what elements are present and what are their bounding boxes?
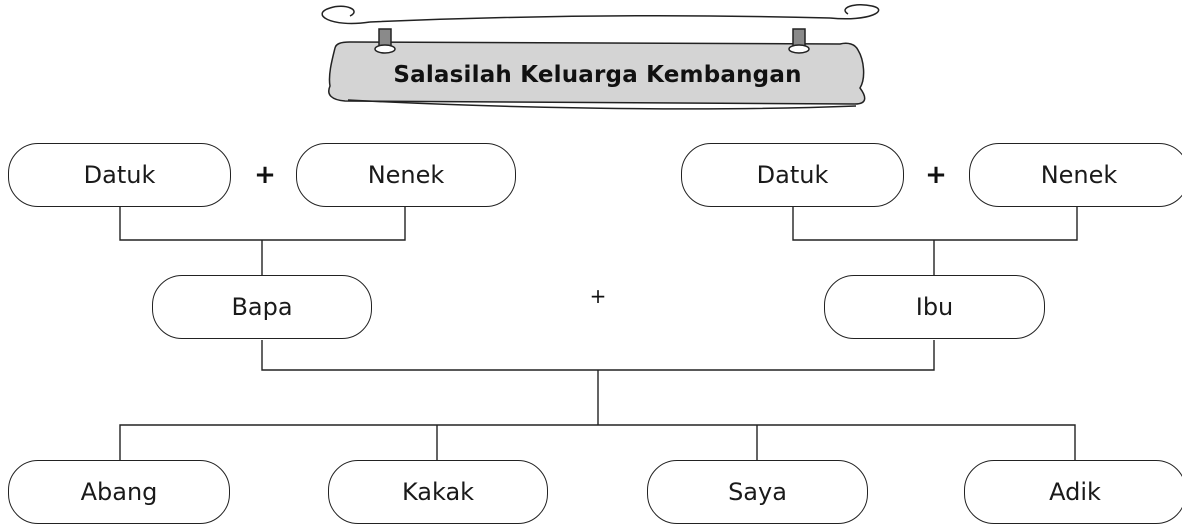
title-banner <box>321 3 880 110</box>
child-box-1: Abang <box>8 460 230 524</box>
mother-label: Ibu <box>915 293 954 321</box>
right-grandmother-label: Nenek <box>1040 161 1118 189</box>
right-grandfather-label: Datuk <box>756 161 829 189</box>
diagram-title: Salasilah Keluarga Kembangan <box>393 62 802 88</box>
child-box-3: Saya <box>647 460 868 524</box>
right-grandfather-box: Datuk <box>681 143 904 207</box>
child-label-2: Kakak <box>401 478 475 506</box>
left-grandmother-label: Nenek <box>367 161 445 189</box>
left-grandmother-box: Nenek <box>296 143 516 207</box>
child-box-4: Adik <box>964 460 1182 524</box>
left-grandfather-box: Datuk <box>8 143 231 207</box>
left-grandparents-plus: + <box>254 160 276 190</box>
child-box-2: Kakak <box>328 460 548 524</box>
father-box: Bapa <box>152 275 372 339</box>
child-label-3: Saya <box>728 478 787 506</box>
left-grandfather-label: Datuk <box>83 161 156 189</box>
parents-plus: + <box>589 284 607 308</box>
right-grandmother-box: Nenek <box>969 143 1182 207</box>
mother-box: Ibu <box>824 275 1045 339</box>
father-label: Bapa <box>231 293 293 321</box>
right-grandparents-plus: + <box>925 160 947 190</box>
child-label-1: Abang <box>80 478 158 506</box>
child-label-4: Adik <box>1049 478 1101 506</box>
